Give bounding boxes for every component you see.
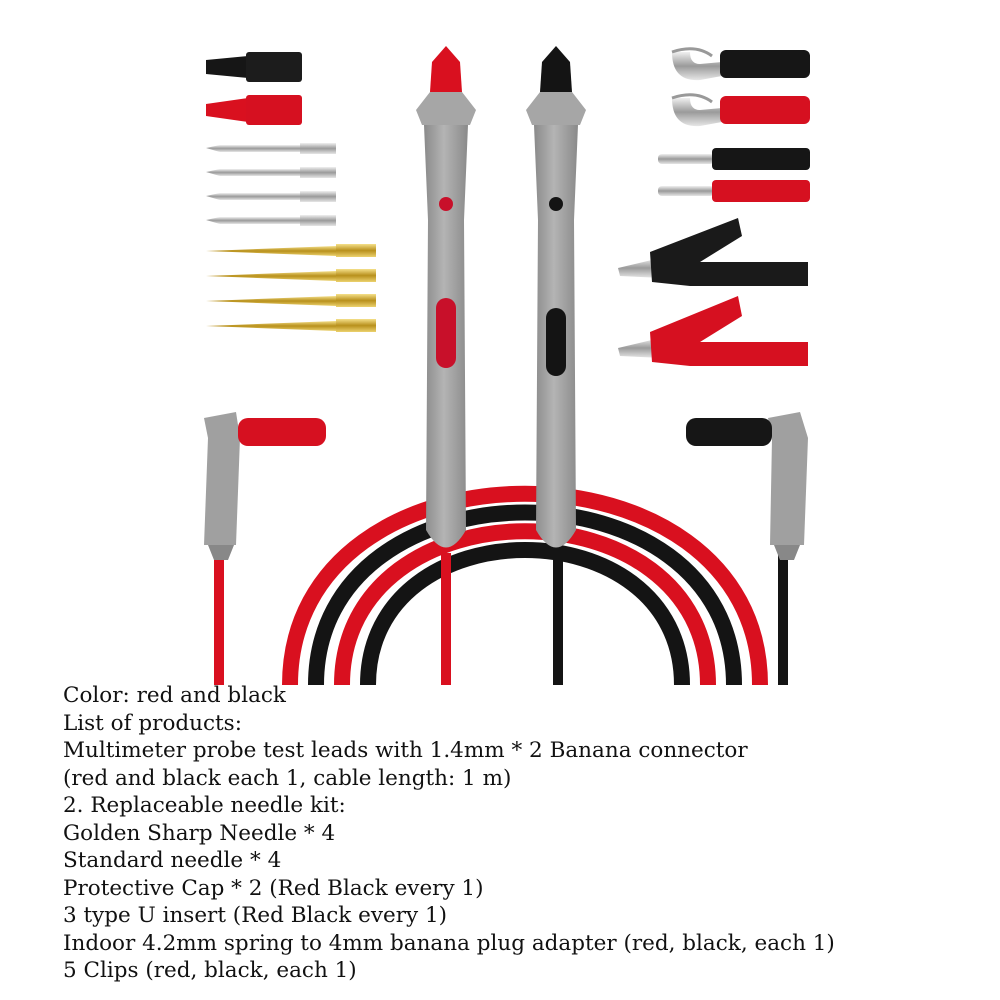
standard-needle [206, 191, 336, 202]
golden-sharp-needle [206, 319, 376, 332]
red-alligator-clip [618, 296, 808, 366]
red-u-insert [671, 93, 810, 127]
golden-sharp-needle [206, 294, 376, 307]
description-line: 2. Replaceable needle kit: [63, 793, 346, 818]
red-banana-plug-adapter [658, 180, 810, 202]
black-alligator-clip [618, 218, 808, 286]
description-line: List of products: [63, 710, 242, 736]
black-angled-banana-connector [686, 412, 808, 685]
description-line: 3 type U insert (Red Black every 1) [63, 903, 448, 928]
red-test-probe [416, 46, 476, 685]
product-description: Color: red and black List of products: M… [63, 682, 983, 985]
golden-sharp-needles [206, 244, 376, 332]
black-u-insert [671, 47, 810, 81]
black-cable-coil-inner [360, 542, 690, 685]
golden-sharp-needle [206, 244, 376, 257]
standard-needle [206, 167, 336, 178]
description-line: (red and black each 1, cable length: 1 m… [63, 765, 512, 791]
black-banana-plug-adapter [658, 148, 810, 170]
description-line: Golden Sharp Needle * 4 [63, 820, 336, 846]
description-line: Color: red and black [63, 683, 286, 708]
description-line: Multimeter probe test leads with 1.4mm *… [63, 738, 748, 763]
standard-needle [206, 215, 336, 226]
red-cable-coil-outer [282, 485, 768, 685]
coiled-cables [282, 485, 768, 685]
black-protective-cap [206, 52, 302, 82]
red-protective-cap [206, 95, 302, 125]
description-line: Standard needle * 4 [63, 848, 282, 873]
red-angled-banana-connector [204, 412, 326, 685]
black-test-probe [526, 46, 586, 685]
description-line: 5 Clips (red, black, each 1) [63, 958, 357, 983]
red-cable-coil-inner [334, 523, 716, 685]
product-photo [204, 46, 810, 685]
golden-sharp-needle [206, 269, 376, 282]
standard-needle [206, 143, 336, 154]
description-line: Protective Cap * 2 (Red Black every 1) [63, 875, 484, 901]
description-line: Indoor 4.2mm spring to 4mm banana plug a… [63, 930, 835, 956]
standard-needles [206, 143, 336, 226]
black-cable-coil-outer [308, 504, 742, 685]
